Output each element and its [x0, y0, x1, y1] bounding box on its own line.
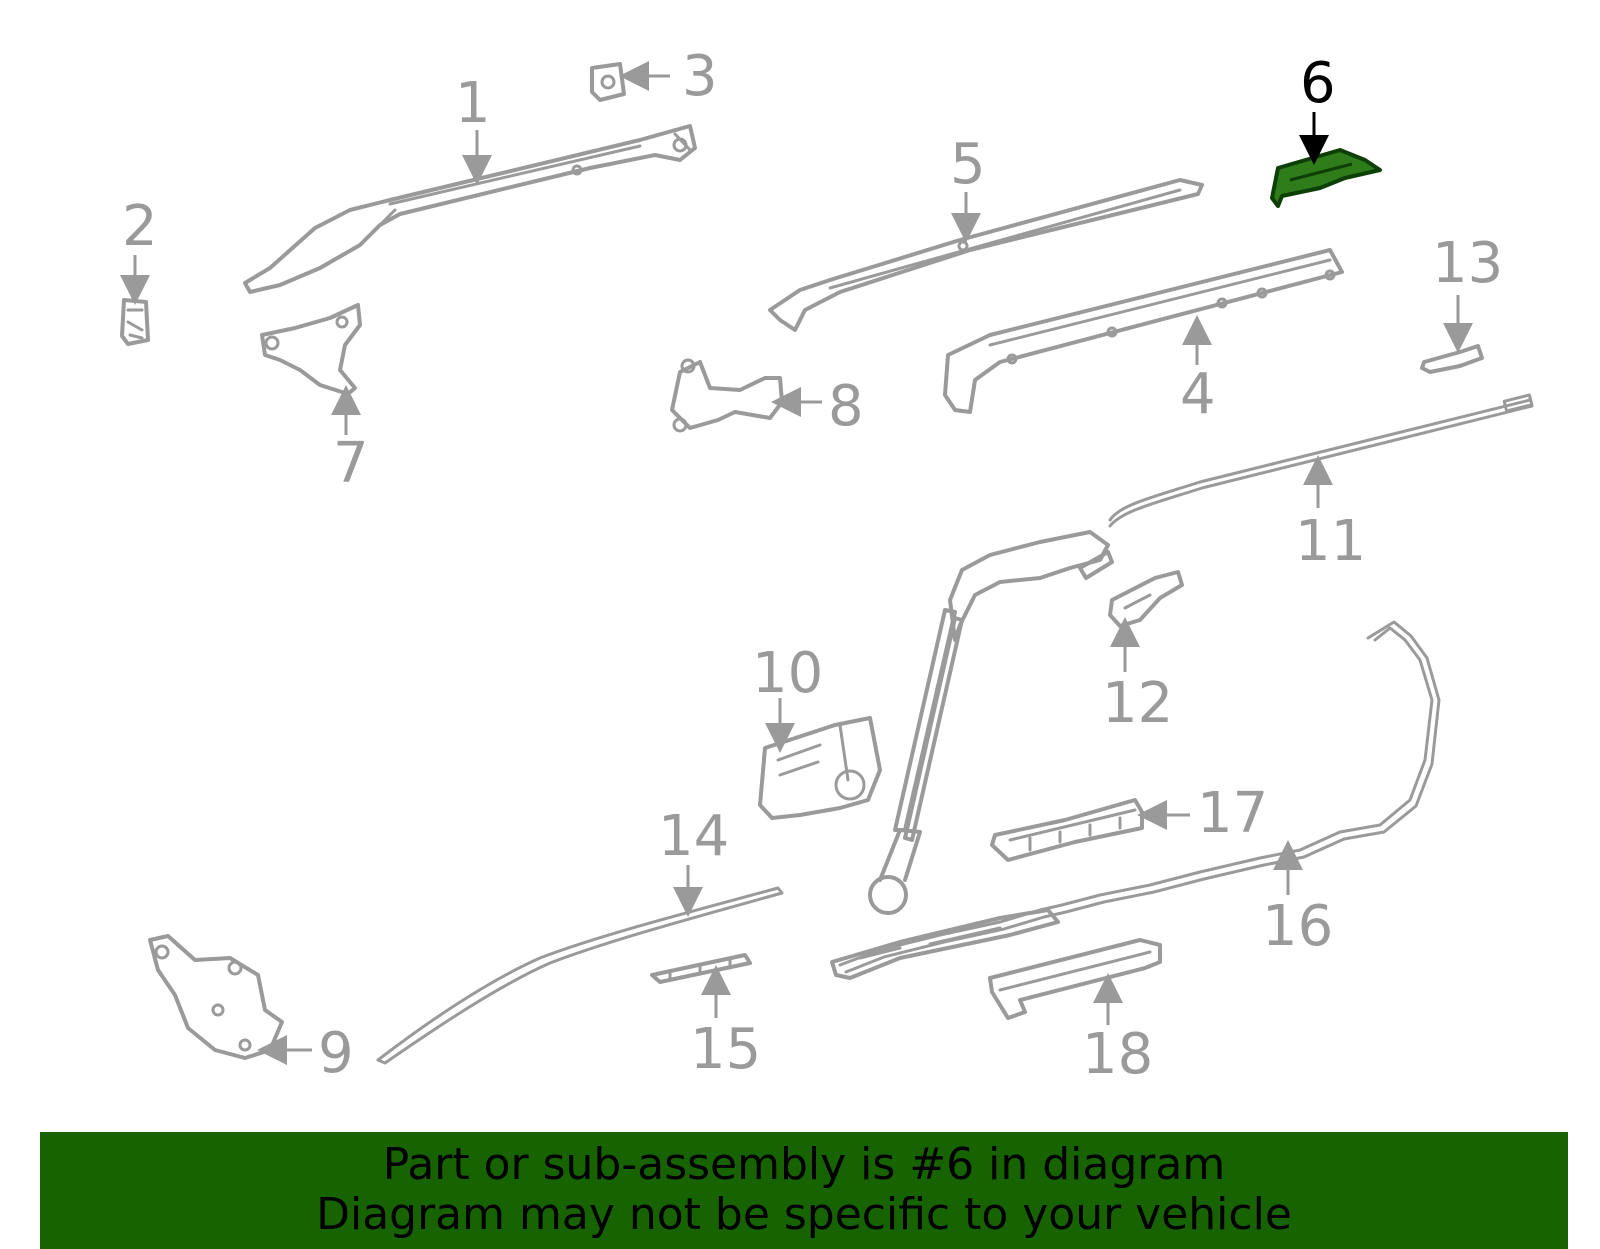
callout-2: 2 — [120, 194, 158, 305]
callout-4: 4 — [1180, 315, 1216, 427]
parts-diagram-svg: 1 2 3 4 5 — [120, 44, 1534, 1087]
banner-line-part: Part or sub-assembly is #6 in diagram — [382, 1139, 1226, 1190]
part-3-block — [590, 62, 626, 102]
banner-line-disclaimer: Diagram may not be specific to your vehi… — [316, 1189, 1292, 1240]
callout-13: 13 — [1432, 231, 1503, 353]
callout-label: 13 — [1432, 231, 1503, 296]
callout-label: 4 — [1180, 362, 1216, 427]
part-16-harness — [830, 620, 1441, 980]
callout-18: 18 — [1082, 973, 1153, 1087]
info-banner: Part or sub-assembly is #6 in diagram Di… — [40, 1132, 1568, 1249]
callout-12: 12 — [1102, 617, 1173, 736]
callout-label: 17 — [1197, 781, 1268, 846]
part-11-cable — [868, 393, 1534, 915]
part-17-trim — [990, 798, 1144, 862]
part-10-motor — [758, 716, 882, 820]
callout-8: 8 — [771, 374, 864, 439]
callout-label: 14 — [658, 804, 729, 869]
callout-1: 1 — [455, 71, 492, 185]
callout-17: 17 — [1137, 781, 1268, 846]
callout-label: 3 — [682, 44, 718, 109]
callout-label: 15 — [690, 1017, 761, 1082]
part-18-trough — [988, 938, 1162, 1020]
callout-label: 18 — [1082, 1022, 1153, 1087]
callout-label: 6 — [1300, 51, 1336, 116]
part-6-highlighted — [1270, 148, 1382, 208]
callout-5: 5 — [950, 132, 986, 243]
callout-10: 10 — [752, 641, 823, 753]
part-2-clip — [120, 298, 150, 346]
callout-3: 3 — [619, 44, 718, 109]
callout-label: 8 — [828, 374, 864, 439]
part-14-strip — [376, 886, 784, 1065]
callout-9: 9 — [257, 1021, 354, 1086]
callout-label: 5 — [950, 132, 986, 197]
callout-7: 7 — [331, 385, 369, 496]
callout-label: 2 — [122, 194, 158, 259]
callout-label: 9 — [318, 1021, 354, 1086]
callout-11: 11 — [1295, 455, 1366, 574]
part-7-bracket — [260, 303, 362, 396]
callout-label: 1 — [455, 71, 491, 136]
part-4-rail — [943, 248, 1344, 414]
callout-label: 11 — [1295, 509, 1366, 574]
callout-label: 12 — [1102, 671, 1173, 736]
callout-label: 7 — [333, 431, 369, 496]
parts-diagram: 1 2 3 4 5 — [120, 44, 1534, 1087]
part-1-rail — [243, 124, 697, 294]
part-13-clip — [1420, 344, 1484, 374]
callout-16: 16 — [1262, 840, 1333, 959]
callout-15: 15 — [690, 965, 761, 1082]
part-8-hinge — [670, 358, 784, 433]
callout-label: 10 — [752, 641, 823, 706]
part-12-bracket — [1108, 570, 1184, 628]
callout-label: 16 — [1262, 894, 1333, 959]
callout-6: 6 — [1299, 51, 1336, 165]
part-15-strip — [650, 953, 752, 984]
part-9-bracket — [148, 934, 284, 1060]
callout-14: 14 — [658, 804, 729, 917]
